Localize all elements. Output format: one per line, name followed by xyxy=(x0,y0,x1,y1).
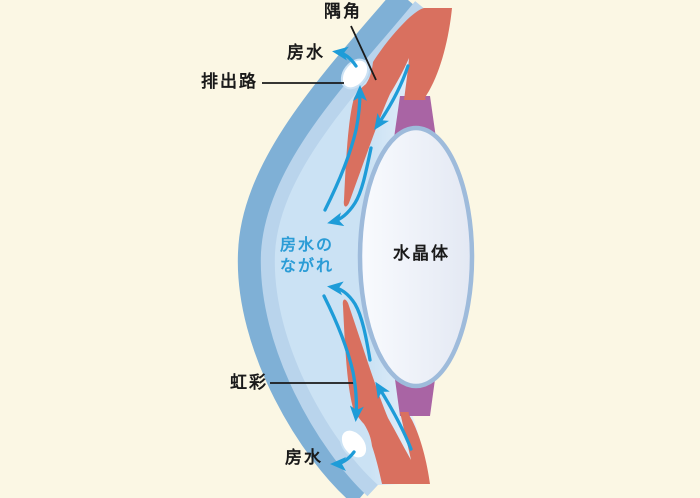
label-lens: 水晶体 xyxy=(393,244,450,264)
schlemm-canal-lower xyxy=(339,428,369,460)
iris-sclera-lower xyxy=(342,299,430,484)
flow-arrow-pupil-upper xyxy=(327,146,373,227)
pointer-line-angle xyxy=(350,25,377,81)
flow-arrow-chamber-lower xyxy=(322,294,364,422)
label-aqueous-flow-line1: 房水の xyxy=(280,235,335,254)
label-outflow-path: 排出路 xyxy=(201,72,258,92)
label-aqueous-flow: 房水の ながれ xyxy=(280,234,334,276)
flow-arrow-inflow-lower xyxy=(375,381,413,451)
flow-arrow-exit-lower xyxy=(330,450,356,471)
label-angle: 隅角 xyxy=(324,2,362,22)
flow-arrow-exit-upper xyxy=(332,46,358,68)
flow-arrow-pupil-lower xyxy=(327,281,372,362)
label-iris: 虹彩 xyxy=(230,373,268,393)
label-aqueous-top: 房水 xyxy=(287,43,325,63)
label-aqueous-flow-line2: ながれ xyxy=(280,256,335,276)
schlemm-canal-upper xyxy=(340,58,370,90)
lens-shape xyxy=(357,125,475,389)
flow-arrow-inflow-upper xyxy=(374,64,410,131)
iris-sclera-upper xyxy=(343,8,452,207)
label-aqueous-bottom: 房水 xyxy=(285,448,323,468)
flow-arrow-chamber-upper xyxy=(323,85,367,212)
